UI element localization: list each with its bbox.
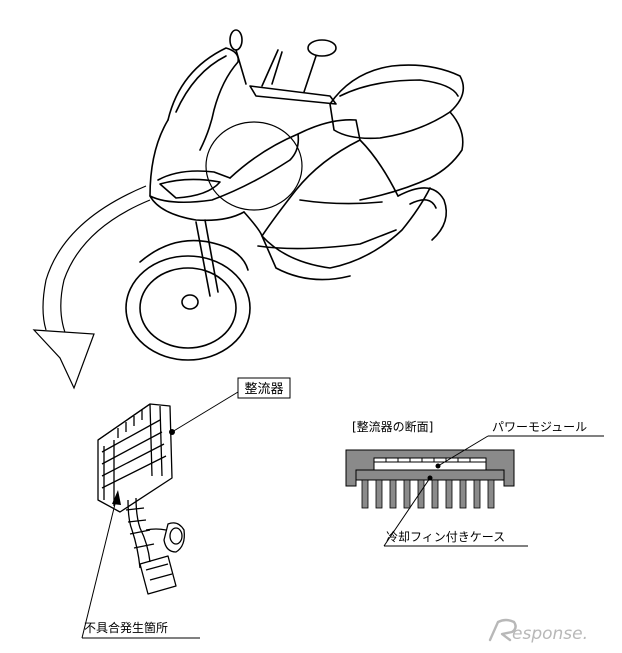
heat-sink-case-label: 冷却フィン付きケース bbox=[386, 530, 505, 544]
defect-callout: 不具合発生箇所 bbox=[81, 490, 200, 639]
heat-sink-callout: 冷却フィン付きケース bbox=[383, 475, 528, 547]
response-watermark: esponse. bbox=[488, 618, 588, 644]
scooter-drawing bbox=[125, 29, 465, 361]
r-swoosh-logo-icon bbox=[488, 618, 517, 642]
rear-wheel bbox=[397, 187, 448, 241]
rectifier-label: 整流器 bbox=[244, 382, 283, 397]
callout-arrow bbox=[32, 185, 151, 390]
cross-section-drawing bbox=[345, 449, 515, 509]
front-wheel bbox=[125, 255, 251, 361]
rectifier-unit-drawing bbox=[97, 403, 185, 595]
power-module-callout: パワーモジュール bbox=[435, 420, 604, 469]
watermark-text: esponse. bbox=[512, 624, 588, 644]
power-module-label: パワーモジュール bbox=[492, 420, 587, 434]
highlight-circle bbox=[205, 121, 303, 211]
cross-section-title: [整流器の断面] bbox=[352, 419, 433, 434]
defect-location-label: 不具合発生箇所 bbox=[84, 620, 168, 635]
rectifier-callout: 整流器 bbox=[169, 377, 291, 435]
cooling-fins bbox=[361, 479, 495, 509]
